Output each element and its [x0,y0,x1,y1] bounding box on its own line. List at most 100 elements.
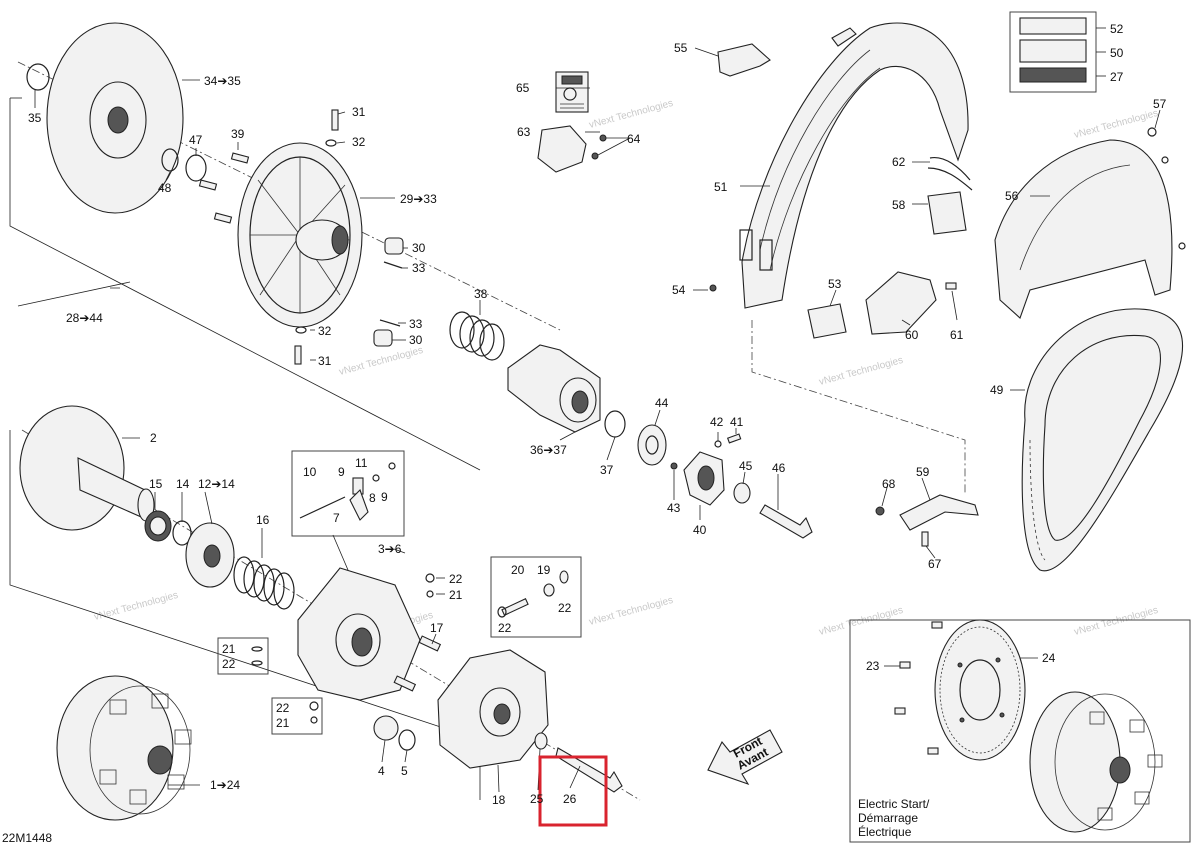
bracket-60 [865,271,937,335]
label-19: 19 [537,563,551,577]
label-46: 46 [772,461,786,475]
label-17: 17 [430,621,444,635]
watermark: vNext Technologies [818,355,904,388]
label-60: 60 [905,328,919,342]
label-43: 43 [667,501,681,515]
clip-62 [927,156,973,191]
label-7: 7 [333,511,340,525]
label-36-37: 36➔37 [530,443,567,457]
label-31-top: 31 [352,105,366,119]
label-47: 47 [189,133,203,147]
label-51: 51 [714,180,728,194]
label-2: 2 [150,431,157,445]
label-53: 53 [828,277,842,291]
watermark: vNext Technologies [1073,605,1159,638]
nut-54 [709,284,717,292]
label-45: 45 [739,459,753,473]
decal-stack [1009,11,1097,93]
front-direction-arrow: Front Avant [707,729,783,786]
electrique-label: Électrique [858,824,912,839]
spring-38 [449,311,505,361]
label-21-a: 21 [449,588,463,602]
washer-47 [185,154,207,182]
washer-45 [733,482,751,504]
label-41: 41 [730,415,744,429]
electric-start-box: Electric Start/ Démarrage Électrique [849,619,1191,843]
label-26: 26 [563,792,577,806]
box-21-22-upper [217,637,269,675]
retaining-ring-35 [26,63,50,91]
electric-start-label: Electric Start/ [858,797,930,811]
label-30-bottom: 30 [409,333,423,347]
label-25: 25 [530,792,544,806]
label-35: 35 [28,111,42,125]
label-20: 20 [511,563,525,577]
label-33-top: 33 [412,261,426,275]
leader-lines [17,27,1161,793]
label-16: 16 [256,513,270,527]
label-24: 24 [1042,651,1056,665]
box-22-21-lower [271,697,323,735]
ring-37 [604,410,626,438]
watermark: vNext Technologies [93,590,179,623]
label-50: 50 [1110,46,1124,60]
clip-63 [537,125,587,173]
label-48: 48 [158,181,172,195]
screw-61 [945,282,957,290]
label-21-b: 21 [222,642,236,656]
bracket-53 [807,303,847,339]
highlight-box [538,755,608,827]
bolt-26 [555,747,623,793]
label-29-33: 29➔33 [400,192,437,206]
screw-31-bottom [294,345,302,365]
label-40: 40 [693,523,707,537]
screw-67 [921,531,929,547]
watermark: vNext Technologies [1073,108,1159,141]
guard-56 [994,127,1186,319]
label-28-44: 28➔44 [66,311,103,325]
drive-pulley-electric-start [1029,691,1121,833]
label-1-24: 1➔24 [210,778,240,792]
label-65: 65 [516,81,530,95]
drive-pulley-group [9,405,641,821]
label-18: 18 [492,793,506,807]
screw-31-top [331,109,339,131]
decal-65 [555,71,589,113]
label-59: 59 [916,465,930,479]
label-11: 11 [355,456,368,470]
watermark: vNext Technologies [338,345,424,378]
label-49: 49 [990,383,1004,397]
watermarks: vNext Technologies vNext Technologies vN… [93,88,1159,643]
label-32-top: 32 [352,135,366,149]
bushing-4 [373,715,399,741]
label-22-a: 22 [449,572,463,586]
weight-detail-box [291,450,405,537]
nut-68 [875,506,885,516]
ring-gear-24 [934,619,1026,761]
drive-belt-49 [1021,308,1184,572]
label-9-top: 9 [338,465,345,479]
label-23: 23 [866,659,880,673]
label-10: 10 [303,465,317,479]
label-22-e: 22 [498,621,512,635]
label-57: 57 [1153,97,1167,111]
label-22-c: 22 [276,701,290,715]
label-32-bottom: 32 [318,324,332,338]
label-8: 8 [369,491,376,505]
sheave-2 [19,405,125,531]
driven-pulley-group [9,22,813,539]
label-62: 62 [892,155,906,169]
label-58: 58 [892,198,906,212]
label-31-bottom: 31 [318,354,332,368]
bracket-59 [899,494,979,531]
label-9-bottom: 9 [381,490,388,504]
spring-16 [233,556,295,610]
hinge-58 [927,191,967,235]
label-34-35: 34➔35 [204,74,241,88]
screw-39-set [198,152,250,224]
label-52: 52 [1110,22,1124,36]
washer-25 [534,732,548,750]
belt-guard-51 [739,22,969,309]
drive-pulley-assembly-1 [56,675,174,821]
